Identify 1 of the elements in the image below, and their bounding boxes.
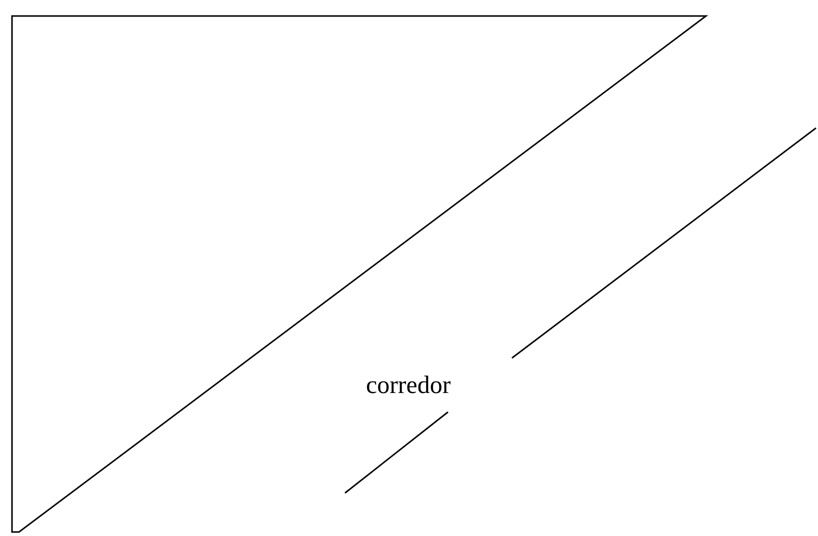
- corridor-label: corredor: [366, 372, 451, 400]
